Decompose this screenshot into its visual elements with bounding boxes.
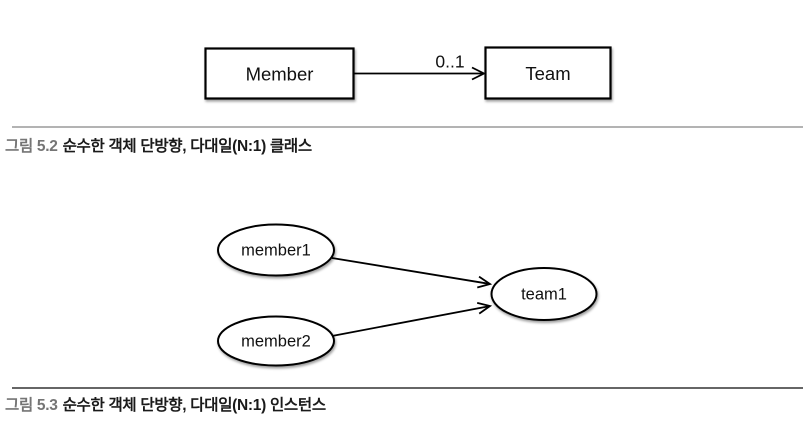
member1-team1-line <box>331 257 490 285</box>
member-class-label: Member <box>246 64 314 85</box>
member1-node-shape <box>217 223 335 277</box>
member2-label: member2 <box>241 333 311 351</box>
association-arrow: 0..1 <box>354 52 487 81</box>
member2-team1-line <box>331 305 490 337</box>
member2-instance-node: member2 <box>217 315 335 367</box>
figure-caption-text: 순수한 객체 단방향, 다대일(N:1) 클래스 <box>62 138 313 155</box>
arrowhead-icon <box>471 66 487 81</box>
figure-caption-text: 순수한 객체 단방향, 다대일(N:1) 인스턴스 <box>62 397 327 414</box>
arrowhead-icon <box>477 275 493 289</box>
figure-number: 그림 5.2 <box>5 138 58 155</box>
member1-label: member1 <box>241 242 311 260</box>
member1-instance-node: member1 <box>217 223 335 277</box>
multiplicity-label: 0..1 <box>435 52 464 72</box>
member-class-box-shape <box>204 47 355 100</box>
member2-team1-arrow <box>331 301 493 337</box>
class-diagram-canvas: Member Team 0..1 <box>204 46 612 100</box>
figure-divider <box>12 126 803 128</box>
member1-team1-arrow <box>331 257 493 289</box>
team-class-box-shape <box>484 46 612 100</box>
member-class-box: Member <box>204 47 355 100</box>
arrowhead-icon <box>476 301 493 315</box>
team-class-label: Team <box>525 63 570 84</box>
team1-label: team1 <box>521 286 567 304</box>
instance-diagram-canvas: member1 member2 team1 <box>217 223 598 367</box>
team1-node-shape <box>490 267 598 321</box>
member2-node-shape <box>217 315 335 367</box>
team1-instance-node: team1 <box>490 267 598 321</box>
team-class-box: Team <box>484 46 612 100</box>
figure-number: 그림 5.3 <box>5 397 58 414</box>
figure-divider <box>12 387 803 389</box>
